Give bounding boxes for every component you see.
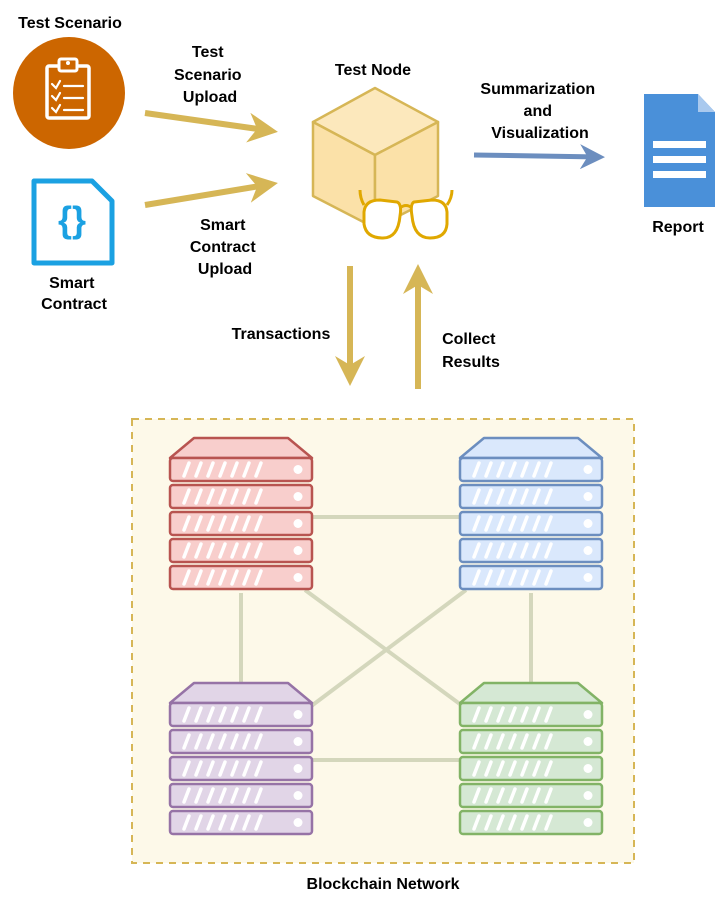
cube-with-glasses-icon [311, 86, 454, 240]
smart-contract-upload-arrow: Smart Contract Upload [144, 173, 278, 278]
test-node: Test Node [311, 62, 454, 240]
servers [168, 436, 604, 836]
test-scenario-upload-arrow: Test Scenario Upload [144, 44, 278, 143]
server-icon [458, 436, 604, 591]
server-icon [168, 436, 314, 591]
svg-text:{}: {} [58, 199, 86, 240]
blockchain-network: Blockchain Network [131, 418, 635, 893]
code-file-icon: {} [31, 178, 115, 266]
smart-contract: {} Smart Contract [31, 178, 115, 313]
server-icon [168, 681, 314, 836]
report: Report [644, 94, 715, 236]
summarization-arrow: Summarization and Visualization [473, 81, 605, 170]
test-scenario-label: Test Scenario [18, 15, 122, 32]
blockchain-network-label: Blockchain Network [307, 876, 460, 893]
test-node-label: Test Node [335, 62, 411, 79]
server-icon [458, 681, 604, 836]
network-links [239, 515, 533, 762]
collect-results-arrow: Collect Results [403, 264, 500, 389]
collect-results-label: Collect Results [442, 331, 500, 371]
document-icon [644, 94, 715, 207]
report-label: Report [652, 219, 704, 236]
summarization-label: Summarization and Visualization [480, 81, 599, 142]
test-scenario: Test Scenario [13, 15, 125, 149]
transactions-arrow: Transactions [232, 266, 365, 386]
clipboard-checklist-icon [13, 37, 125, 149]
smart-contract-upload-label: Smart Contract Upload [190, 217, 260, 278]
smart-contract-label: Smart Contract [41, 275, 107, 313]
test-scenario-upload-label: Test Scenario Upload [174, 44, 246, 106]
transactions-label: Transactions [232, 326, 331, 343]
